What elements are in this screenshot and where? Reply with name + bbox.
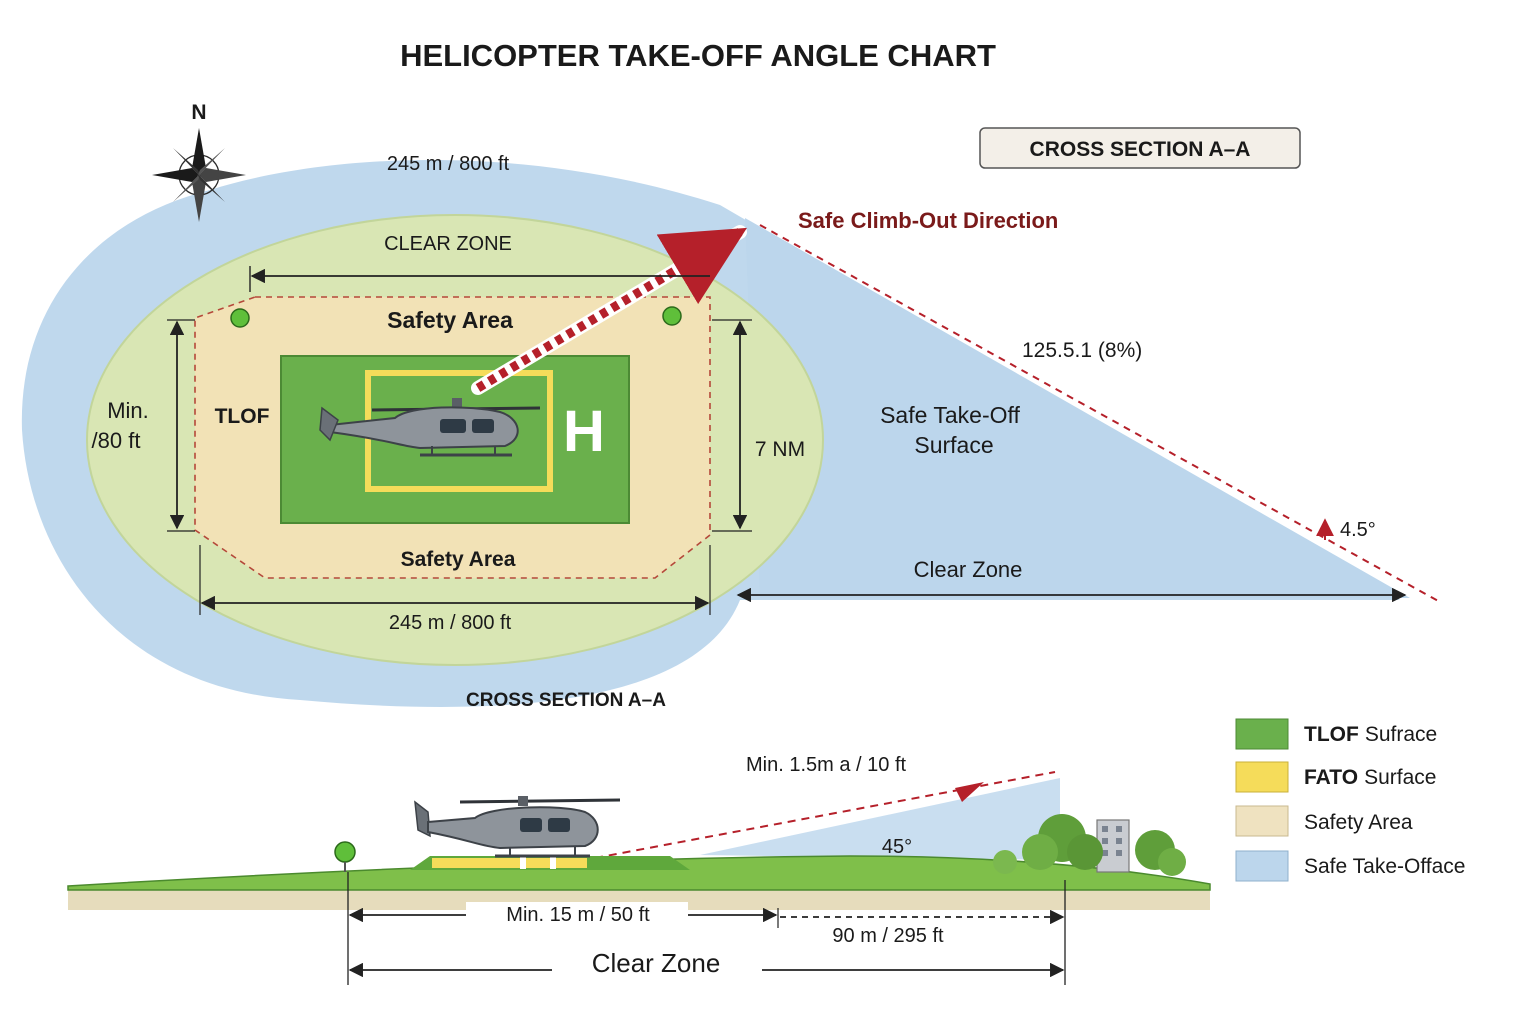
- min-distance-label: Min. 15 m / 50 ft: [506, 904, 650, 926]
- legend-label-safety-area: Safety Area: [1304, 811, 1413, 834]
- trees-and-building-icon: [993, 814, 1186, 876]
- perimeter-light-right: [662, 306, 682, 326]
- section-climb-arrowhead: [955, 782, 984, 802]
- angle-label: 4.5°: [1340, 519, 1376, 541]
- perimeter-light-left: [230, 308, 250, 328]
- north-label: N: [191, 101, 206, 124]
- ground-base: [68, 886, 1210, 910]
- legend-swatch-safety-area: [1235, 805, 1289, 837]
- surface-label-line1: Safe Take-Off: [880, 402, 1020, 428]
- ground-surface: [67, 855, 1211, 891]
- section-light: [334, 841, 356, 863]
- min-width-label-line2: /80 ft: [92, 428, 141, 453]
- top-dimension-label: 245 m / 800 ft: [387, 153, 510, 175]
- section-climb-line: [594, 771, 1056, 859]
- section-takeoff-surface: [700, 778, 1060, 860]
- section-helicopter-icon: [414, 796, 621, 858]
- safety-area-top-label: Safety Area: [387, 307, 513, 333]
- climb-direction-label: Safe Climb-Out Direction: [798, 208, 1058, 233]
- legend-item-safety-area: Safety Area: [1235, 805, 1413, 837]
- section-view: CROSS SECTION A–A: [67, 690, 1211, 985]
- surface-label-line2: Surface: [914, 432, 993, 458]
- safety-area-bottom-label: Safety Area: [401, 548, 516, 571]
- tlof-label: TLOF: [215, 405, 270, 428]
- clear-zone-label: CLEAR ZONE: [384, 233, 512, 255]
- min-height-label: Min. 1.5m a / 10 ft: [746, 754, 907, 776]
- cross-section-badge-label: CROSS SECTION A–A: [1030, 138, 1251, 161]
- section-angle-label: 45°: [882, 836, 912, 858]
- legend-label-safe-takeoff: Safe Take-Offace: [1304, 855, 1466, 878]
- climb-out-arrow-dashes: [475, 227, 747, 392]
- right-clear-zone-label: Clear Zone: [914, 557, 1023, 582]
- cross-section-badge: CROSS SECTION A–A: [979, 127, 1301, 169]
- legend-swatch-fato: [1235, 761, 1289, 793]
- section-heading: CROSS SECTION A–A: [466, 690, 666, 711]
- helipad-h-marking: H: [563, 399, 605, 464]
- safe-takeoff-surface: [745, 218, 1410, 598]
- section-fato-marking: [432, 858, 587, 868]
- legend-swatch-tlof: [1235, 718, 1289, 750]
- right-dimension-label: 7 NM: [755, 438, 805, 461]
- bottom-dimension-label: 245 m / 800 ft: [389, 612, 512, 634]
- min-width-label-line1: Min.: [107, 398, 149, 423]
- helicopter-icon: [319, 398, 541, 457]
- chart-title: HELICOPTER TAKE-OFF ANGLE CHART: [400, 38, 996, 73]
- legend-swatch-safe-takeoff: [1235, 850, 1289, 882]
- section-clear-zone-label: Clear Zone: [592, 948, 721, 978]
- compass-rose-icon: N: [152, 101, 246, 222]
- legend-item-safe-takeoff: Safe Take-Offace: [1235, 850, 1466, 882]
- far-distance-label: 90 m / 295 ft: [832, 925, 944, 947]
- slope-label: 125.5.1 (8%): [1022, 339, 1142, 362]
- plan-view: H: [21, 153, 1441, 707]
